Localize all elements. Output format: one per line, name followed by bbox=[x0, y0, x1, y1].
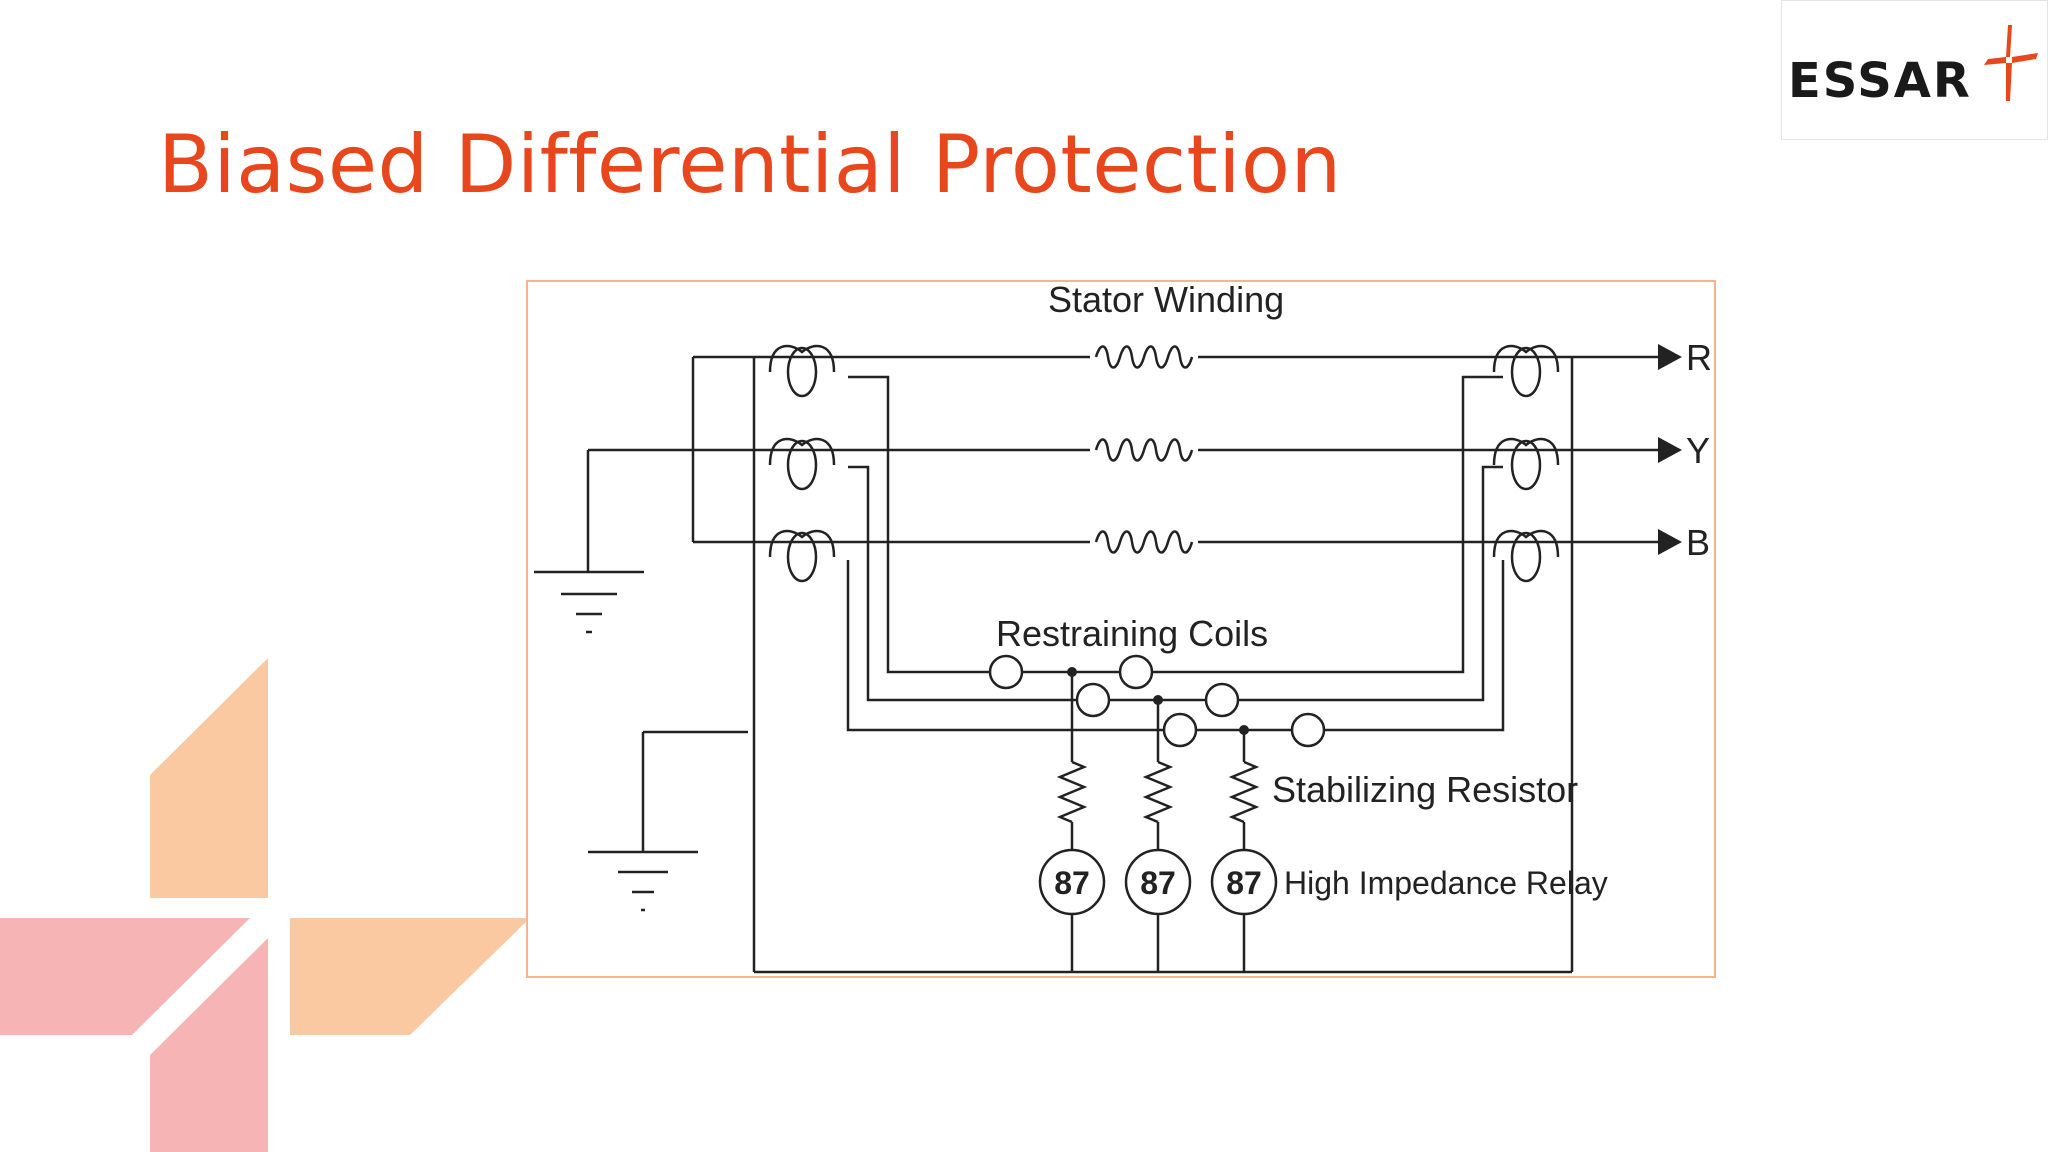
svg-text:87: 87 bbox=[1226, 865, 1262, 901]
stator-winding-y bbox=[1090, 434, 1198, 466]
stator-winding-r bbox=[1090, 341, 1198, 373]
deco-pink-left bbox=[0, 918, 250, 1035]
restraining-coils bbox=[988, 654, 1326, 748]
phase-label-r: R bbox=[1686, 337, 1712, 378]
essar-logo: ESSAR bbox=[1781, 0, 2048, 140]
ct-left-r bbox=[768, 344, 836, 398]
circuit-diagram: 87 87 87 Stator Winding Restraining Coil… bbox=[526, 280, 1716, 978]
stabilizing-resistors bbox=[1056, 760, 1260, 824]
arrow-b bbox=[1658, 529, 1682, 555]
relay-87-1: 87 bbox=[1038, 848, 1106, 916]
high-impedance-relay-label: High Impedance Relay bbox=[1284, 865, 1608, 901]
arrow-y bbox=[1658, 437, 1682, 463]
restraining-coils-label: Restraining Coils bbox=[996, 613, 1268, 654]
stator-winding-label: Stator Winding bbox=[1048, 282, 1284, 320]
relay-87-3: 87 bbox=[1210, 848, 1278, 916]
circuit-svg: 87 87 87 Stator Winding Restraining Coil… bbox=[534, 282, 1712, 974]
ct-right-y bbox=[1492, 437, 1560, 491]
deco-orange-right bbox=[290, 918, 530, 1035]
phase-label-y: Y bbox=[1686, 430, 1710, 471]
svg-text:87: 87 bbox=[1054, 865, 1090, 901]
ct-left-y bbox=[768, 437, 836, 491]
deco-pink-lower bbox=[150, 938, 268, 1152]
stabilizing-resistor-label: Stabilizing Resistor bbox=[1272, 769, 1578, 810]
logo-cross-icon bbox=[1984, 25, 2038, 101]
phase-label-b: B bbox=[1686, 522, 1710, 563]
ct-left-b bbox=[768, 529, 836, 583]
arrow-r bbox=[1658, 344, 1682, 370]
svg-text:87: 87 bbox=[1140, 865, 1176, 901]
relay-87-2: 87 bbox=[1124, 848, 1192, 916]
ct-right-r bbox=[1492, 344, 1560, 398]
logo-text: ESSAR bbox=[1788, 53, 1972, 109]
decorative-cross-graphic bbox=[0, 658, 530, 1152]
slide-title: Biased Differential Protection bbox=[158, 118, 1342, 211]
deco-orange-upper bbox=[150, 658, 268, 898]
stator-winding-b bbox=[1090, 526, 1198, 558]
